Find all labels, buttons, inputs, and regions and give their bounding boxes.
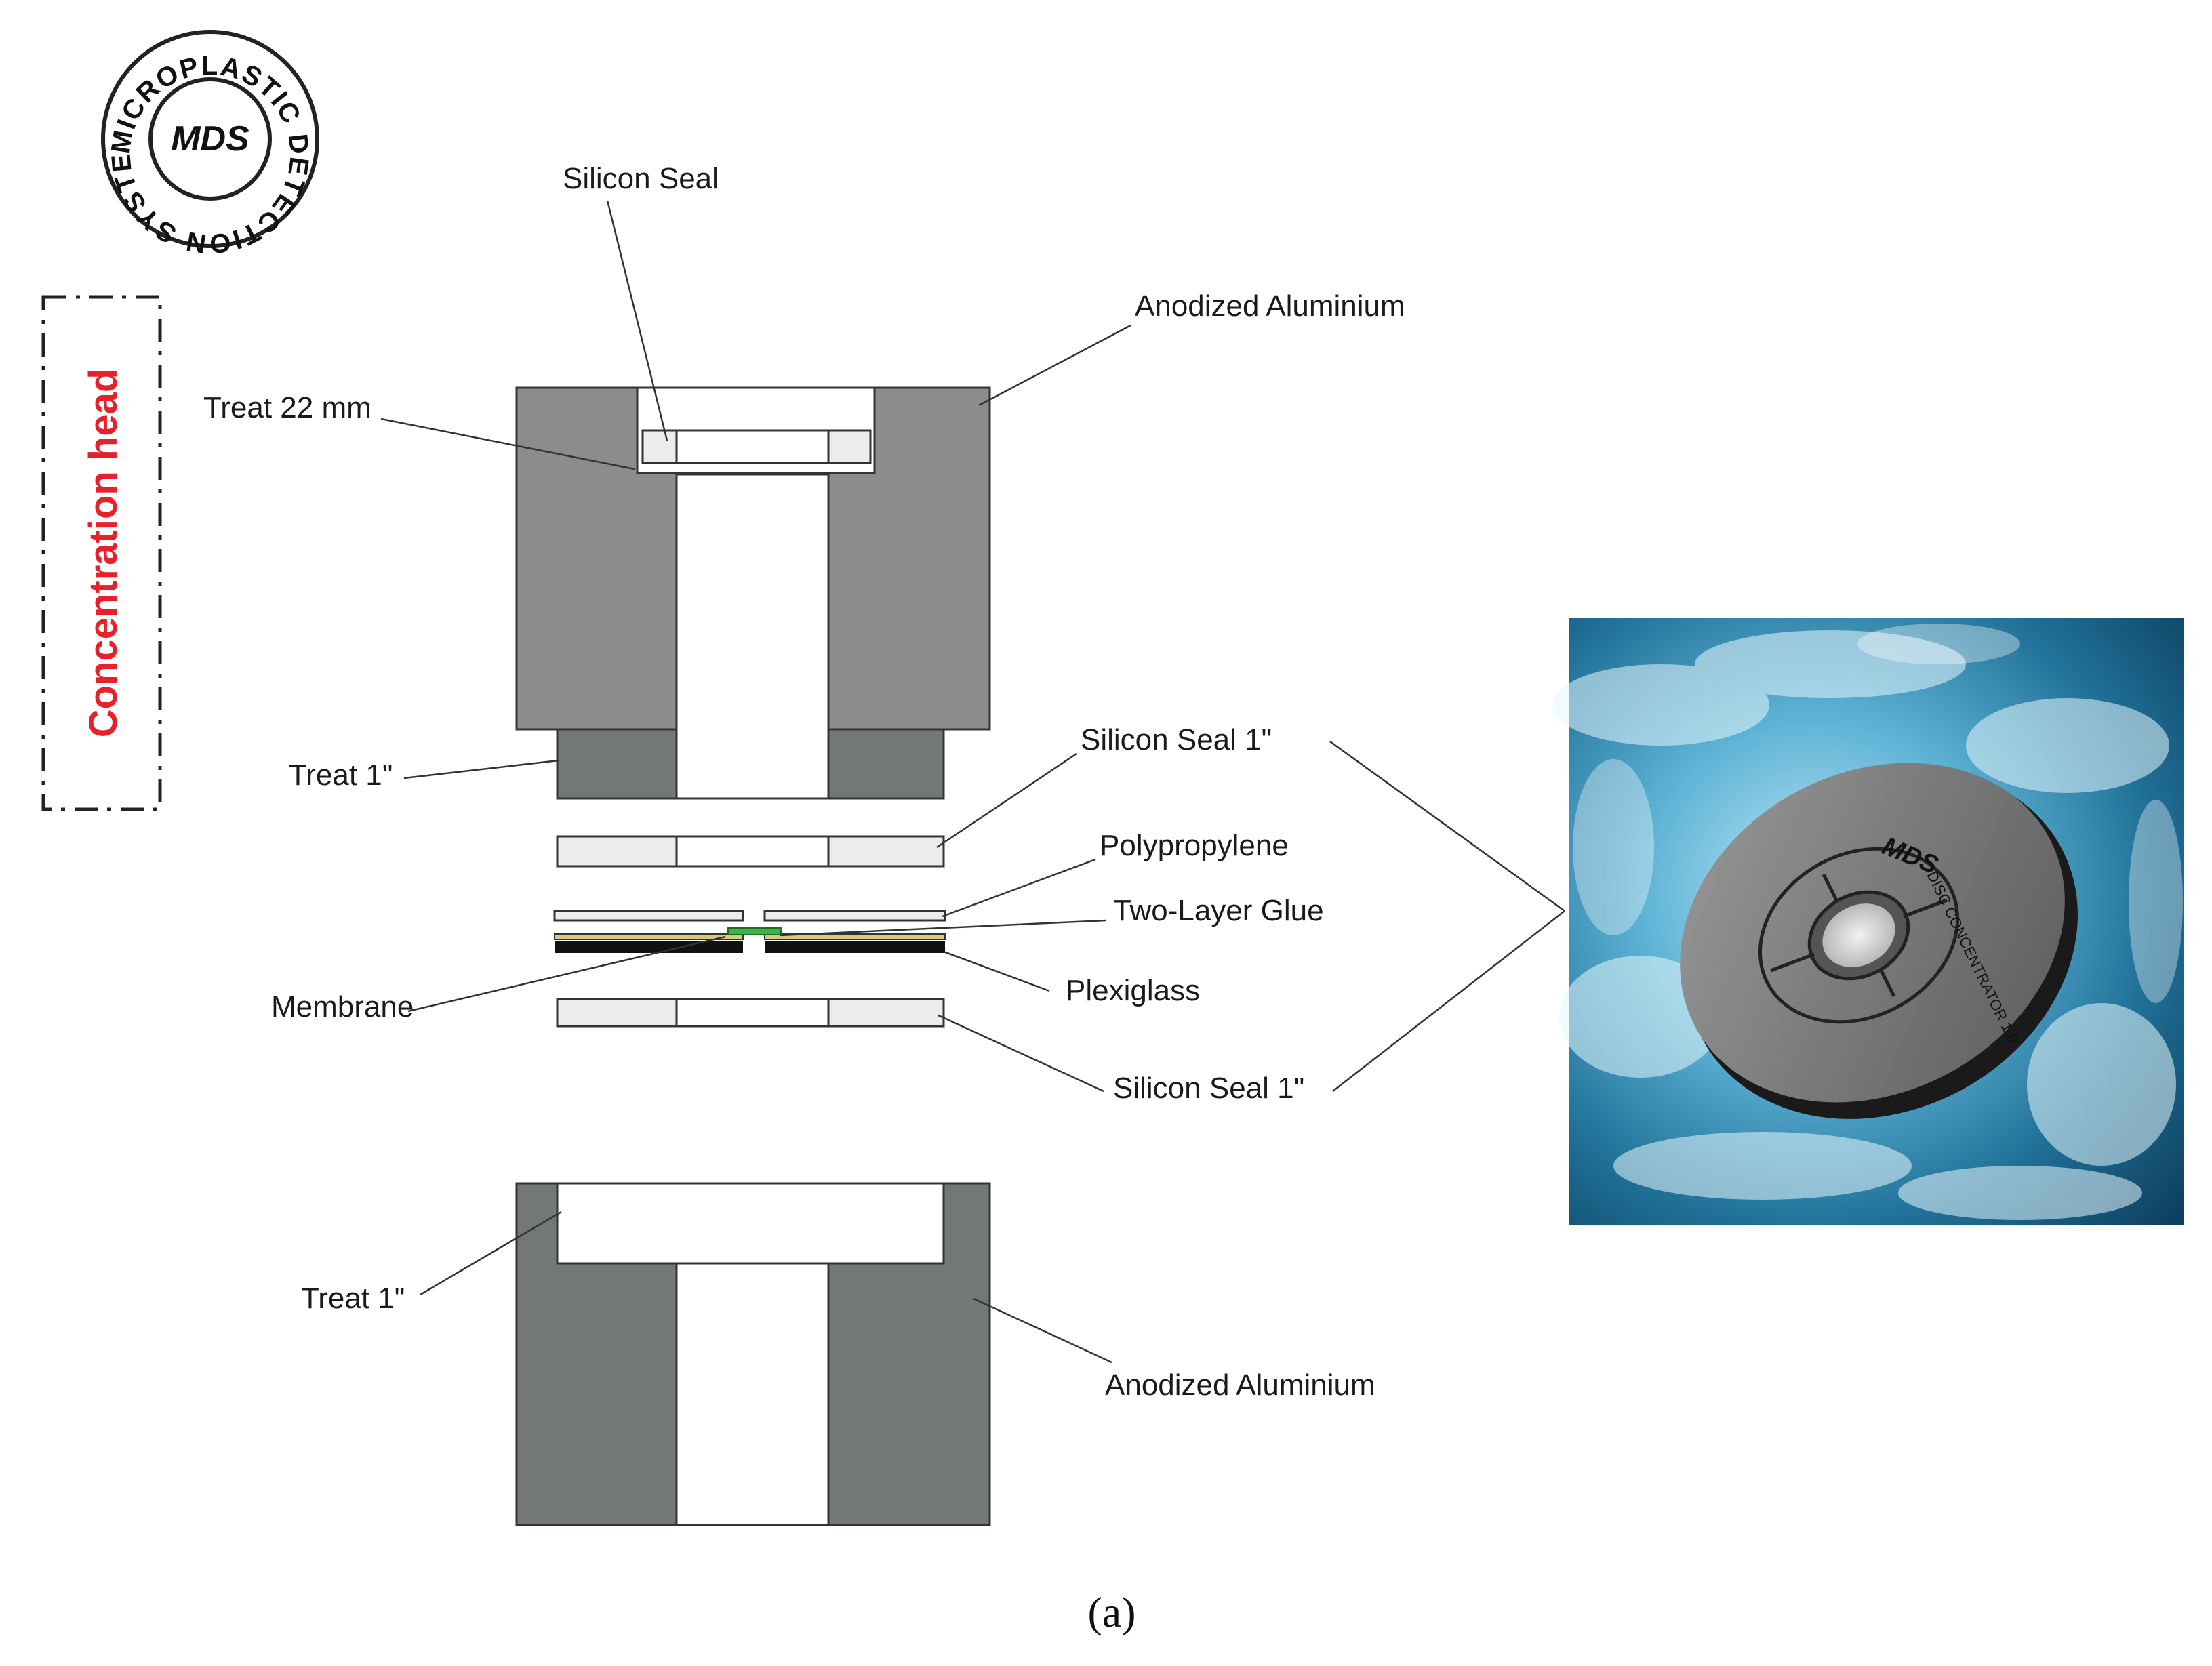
plexiglass-layer bbox=[555, 941, 945, 953]
label-anodized-aluminium-top: Anodized Aluminium bbox=[1135, 289, 1405, 323]
logo-center-text: MDS bbox=[171, 119, 249, 159]
label-polypropylene: Polypropylene bbox=[1100, 829, 1289, 862]
membrane-disc bbox=[727, 927, 782, 935]
silicon-seal-1-upper-part bbox=[556, 835, 945, 868]
leader-lines bbox=[380, 200, 1565, 1364]
label-membrane: Membrane bbox=[271, 990, 414, 1023]
silicon-seal-1-lower-part bbox=[556, 998, 945, 1028]
lower-aluminium-base bbox=[515, 1182, 991, 1526]
label-treat-22mm: Treat 22 mm bbox=[203, 391, 371, 424]
label-silicon-seal-1-upper: Silicon Seal 1" bbox=[1081, 723, 1272, 756]
glue-layer bbox=[554, 933, 946, 940]
label-plexiglass: Plexiglass bbox=[1066, 974, 1200, 1007]
label-two-layer-glue: Two-Layer Glue bbox=[1113, 894, 1324, 927]
label-treat-1-upper: Treat 1" bbox=[289, 758, 393, 792]
upper-aluminium-head bbox=[515, 386, 991, 800]
upper-silicon-seal bbox=[641, 429, 872, 464]
concentration-head-box: Concentration head bbox=[41, 295, 162, 811]
label-treat-1-lower: Treat 1" bbox=[301, 1282, 405, 1315]
polypropylene-layer bbox=[553, 910, 946, 922]
figure-caption: (a) bbox=[1087, 1588, 1135, 1636]
label-silicon-seal-1-lower: Silicon Seal 1" bbox=[1113, 1072, 1304, 1105]
label-silicon-seal: Silicon Seal bbox=[563, 162, 719, 195]
label-anodized-aluminium-bottom: Anodized Aluminium bbox=[1105, 1368, 1375, 1402]
disc-concentrator-photo: MDS DISC CONCENTRATOR 1.0 bbox=[1552, 618, 2184, 1225]
concentration-head-label: Concentration head bbox=[81, 369, 125, 738]
